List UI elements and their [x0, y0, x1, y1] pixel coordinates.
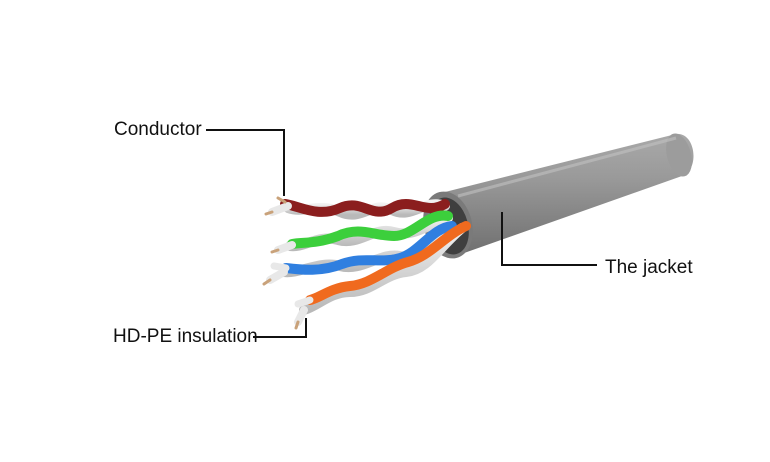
jacket-label: The jacket	[605, 257, 693, 278]
brown-wire	[280, 199, 450, 217]
brown-conductor-tip-2	[276, 196, 287, 204]
orange-wire	[305, 221, 471, 305]
green-conductor-tip	[270, 248, 280, 254]
conductor-leader-line	[206, 129, 285, 196]
green-wire	[287, 210, 453, 249]
jacket-end-cap	[666, 133, 692, 177]
wire-pairs	[262, 196, 471, 330]
pair-orange	[294, 221, 471, 330]
green-stripped-end	[274, 241, 296, 254]
insulation-leader-line	[253, 318, 307, 338]
insulation-label: HD-PE insulation	[113, 326, 258, 347]
brown-stripped-end	[268, 202, 292, 216]
orange-stripped-end-2	[294, 296, 314, 308]
orange-white-wire	[299, 223, 467, 315]
orange-conductor-tip	[294, 320, 300, 330]
pair-green	[270, 210, 453, 254]
blue-conductor-tip	[262, 278, 272, 286]
pair-brown	[264, 196, 450, 220]
brown-conductor-tip	[264, 210, 274, 216]
blue-stripped-end	[266, 268, 288, 284]
blue-wire	[281, 221, 457, 275]
jacket-highlight	[457, 136, 677, 198]
orange-stripped-end	[294, 306, 308, 326]
leader-lines	[206, 129, 597, 338]
jacket-body	[445, 133, 694, 258]
jacket-leader-line	[501, 212, 597, 266]
conductor-label: Conductor	[114, 119, 202, 140]
cable-jacket	[423, 133, 694, 259]
blue-stripped-end-2	[270, 262, 290, 272]
